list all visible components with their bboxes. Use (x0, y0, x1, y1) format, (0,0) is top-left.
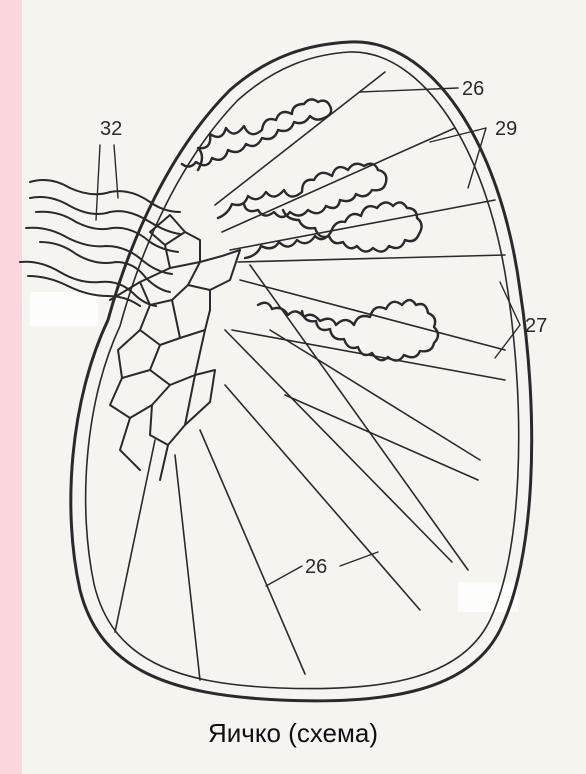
tubule-1 (182, 99, 331, 170)
label-29: 29 (495, 118, 517, 140)
label-26-top: 26 (462, 78, 484, 100)
figure-caption: Яичко (схема) (0, 718, 586, 749)
label-32: 32 (100, 118, 122, 140)
tubule-2 (218, 164, 386, 218)
label-27: 27 (525, 315, 547, 337)
efferent-ductules (20, 180, 180, 306)
label-26-bottom: 26 (305, 556, 327, 578)
